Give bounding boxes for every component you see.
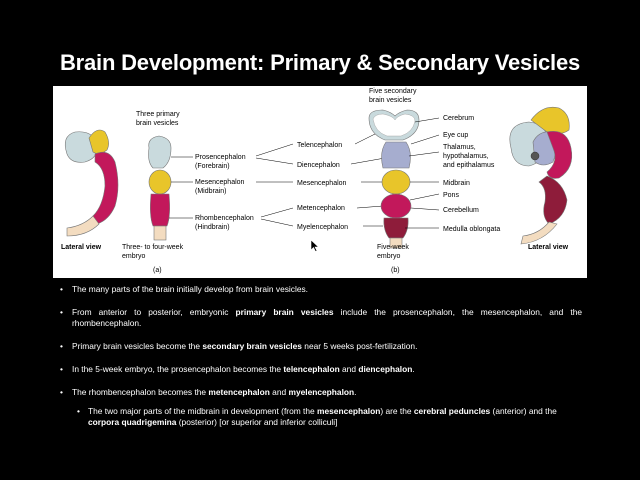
diencephalon-label: Diencephalon — [297, 162, 340, 169]
secondary-caption-line1: Five secondary — [369, 88, 417, 95]
forebrain-label: (Forebrain) — [195, 163, 230, 170]
rhombencephalon-label: Rhombencephalon — [195, 215, 254, 222]
sub-bullet-1: The two major parts of the midbrain in d… — [58, 406, 582, 428]
hypothalamus-label: hypothalamus, — [443, 153, 489, 160]
panel-a-label: (a) — [153, 267, 162, 274]
secondary-caption-line2: brain vesicles — [369, 97, 412, 104]
mouse-cursor-icon — [311, 240, 319, 252]
thalamus-label: Thalamus, — [443, 144, 476, 151]
prosencephalon-label: Prosencephalon — [195, 154, 246, 161]
bullet-list: The many parts of the brain initially de… — [58, 284, 582, 428]
panel-b-label: (b) — [391, 267, 400, 274]
slide-title: Brain Development: Primary & Secondary V… — [59, 50, 581, 75]
metencephalon-label: Metencephalon — [297, 205, 345, 212]
secondary-vesicle-tube — [368, 109, 420, 249]
telencephalon-label: Telencephalon — [297, 142, 342, 149]
left-lateral-embryo — [64, 129, 119, 237]
bullet-5: The rhombencephalon becomes the metencep… — [58, 387, 582, 398]
medulla-label: Medulla oblongata — [443, 226, 500, 233]
age-a-line2: embryo — [122, 253, 145, 260]
primary-caption-line2: brain vesicles — [136, 120, 179, 127]
cerebrum-label: Cerebrum — [443, 115, 474, 122]
right-lateral-label: Lateral view — [528, 244, 569, 251]
age-b-line2: embryo — [377, 253, 400, 260]
epithalamus-label: and epithalamus — [443, 162, 495, 169]
brain-vesicles-figure: Lateral view Three primary brain vesicle… — [53, 86, 587, 278]
bullet-4: In the 5-week embryo, the prosencephalon… — [58, 364, 582, 375]
primary-vesicle-tube — [148, 135, 172, 241]
hindbrain-label: (Hindbrain) — [195, 224, 230, 231]
cerebellum-label: Cerebellum — [443, 207, 479, 214]
age-a-line1: Three- to four-week — [122, 244, 184, 251]
primary-caption-line1: Three primary — [136, 111, 180, 118]
pons-label: Pons — [443, 192, 459, 199]
bullet-2: From anterior to posterior, embryonic pr… — [58, 307, 582, 329]
bullet-3: Primary brain vesicles become the second… — [58, 341, 582, 352]
mesencephalon-label: Mesencephalon — [195, 179, 245, 186]
eye-cup-label: Eye cup — [443, 132, 468, 139]
age-b-line1: Five-week — [377, 244, 409, 251]
myelencephalon-label: Myelencephalon — [297, 224, 348, 231]
mesencephalon-secondary-label: Mesencephalon — [297, 180, 347, 187]
bullet-1: The many parts of the brain initially de… — [58, 284, 582, 295]
midbrain-label: (Midbrain) — [195, 188, 227, 195]
midbrain-adult-label: Midbrain — [443, 180, 470, 187]
right-lateral-embryo — [509, 106, 573, 245]
left-lateral-label: Lateral view — [61, 244, 102, 251]
